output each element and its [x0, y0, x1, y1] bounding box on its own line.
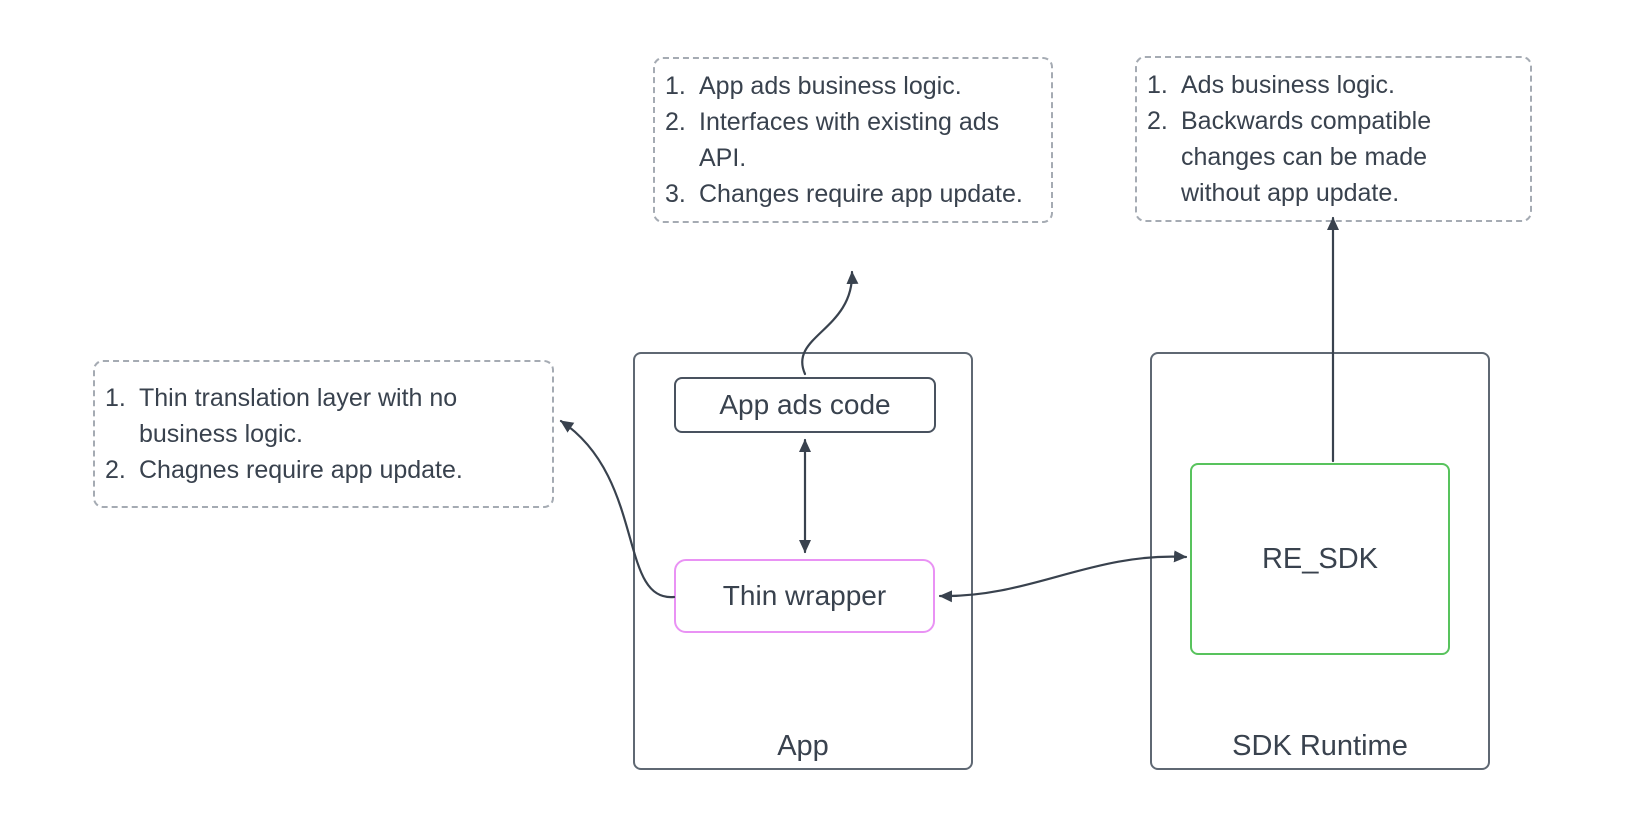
node-app-ads-code: App ads code [674, 377, 936, 433]
list-number: 2. [1147, 107, 1168, 135]
node-re-sdk: RE_SDK [1190, 463, 1450, 655]
list-text: Ads business logic. [1181, 71, 1396, 99]
list-text: Backwards compatible changes can be made… [1181, 107, 1432, 207]
container-app-label: App [777, 730, 829, 762]
list-text: Thin translation layer with no business … [139, 384, 458, 448]
list-text: Changes require app update. [699, 180, 1023, 208]
node-thin-wrapper-label: Thin wrapper [722, 580, 887, 611]
list-number: 1. [1147, 71, 1168, 99]
list-text: App ads business logic. [699, 72, 962, 100]
container-sdk-runtime-label: SDK Runtime [1232, 730, 1408, 762]
list-number: 3. [665, 180, 686, 208]
list-number: 2. [105, 456, 126, 484]
note-app-ads-code: 1. App ads business logic. 2. Interfaces… [653, 57, 1053, 223]
note-item: 2. Interfaces with existing ads API. [665, 104, 1023, 176]
note-thin-wrapper: 1. Thin translation layer with no busine… [93, 360, 554, 508]
note-item: 1. App ads business logic. [665, 68, 1023, 104]
list-number: 1. [665, 72, 686, 100]
note-item: 2. Chagnes require app update. [105, 452, 532, 488]
node-re-sdk-label: RE_SDK [1261, 542, 1379, 575]
list-number: 2. [665, 108, 686, 136]
note-item: 1. Ads business logic. [1147, 67, 1504, 103]
list-text: Chagnes require app update. [139, 456, 463, 484]
node-app-ads-code-label: App ads code [719, 389, 891, 420]
list-number: 1. [105, 384, 126, 412]
container-sdk-runtime: SDK Runtime [1150, 352, 1490, 770]
node-thin-wrapper: Thin wrapper [674, 559, 935, 633]
note-item: 2. Backwards compatible changes can be m… [1147, 103, 1504, 211]
note-re-sdk: 1. Ads business logic. 2. Backwards comp… [1135, 56, 1532, 222]
note-item: 3. Changes require app update. [665, 176, 1023, 212]
list-text: Interfaces with existing ads API. [699, 108, 1000, 172]
note-item: 1. Thin translation layer with no busine… [105, 380, 532, 452]
